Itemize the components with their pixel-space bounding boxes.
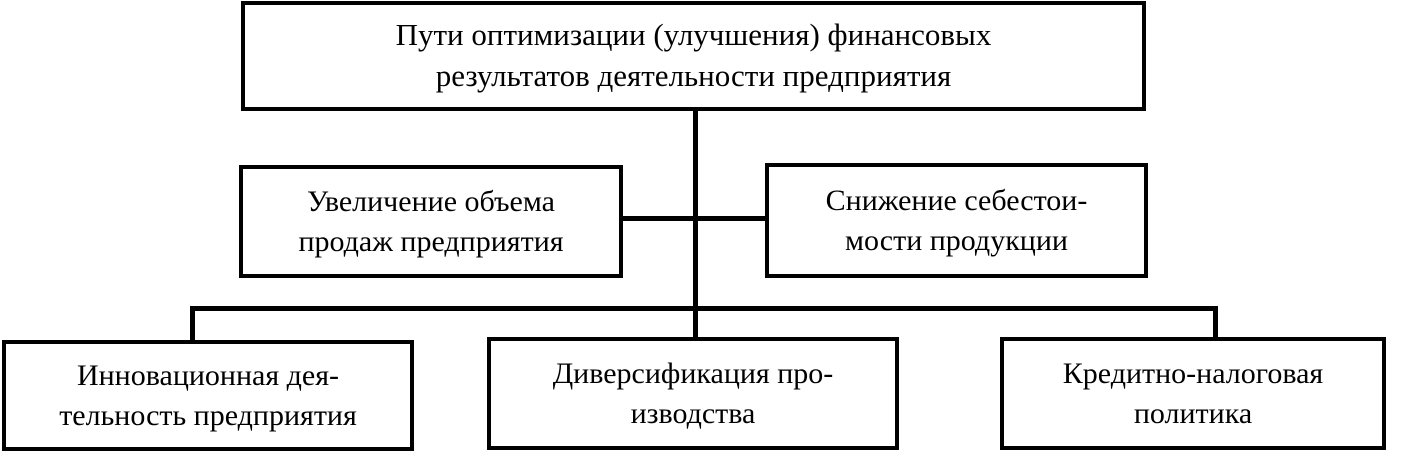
- node-sales-label: Увеличение объема продаж предприятия: [298, 184, 564, 258]
- connector-root-to-bar: [693, 108, 698, 311]
- connector-bar-to-diversification: [693, 306, 698, 341]
- node-credit-tax-policy: Кредитно-налоговая политика: [1000, 337, 1386, 450]
- node-cost-label: Снижение себестои- мости продукции: [825, 183, 1088, 257]
- connector-bar-to-credit: [1213, 306, 1218, 341]
- connector-sales-to-cost: [620, 216, 768, 221]
- node-reduce-production-cost: Снижение себестои- мости продукции: [765, 163, 1148, 278]
- node-diversification-label: Диверсификация про- изводства: [552, 356, 834, 430]
- node-innovation-activity: Инновационная дея- тельность предприятия: [2, 340, 414, 451]
- node-innovation-label: Инновационная дея- тельность предприятия: [59, 358, 357, 432]
- node-root-label: Пути оптимизации (улучшения) финансовых …: [395, 17, 992, 93]
- node-increase-sales-volume: Увеличение объема продаж предприятия: [239, 165, 623, 278]
- connector-distribution-bar: [190, 306, 1218, 311]
- node-production-diversification: Диверсификация про- изводства: [487, 337, 899, 450]
- connector-bar-to-innovation: [190, 306, 195, 344]
- node-credit-label: Кредитно-налоговая политика: [1062, 356, 1324, 430]
- node-root-optimization-paths: Пути оптимизации (улучшения) финансовых …: [241, 1, 1146, 111]
